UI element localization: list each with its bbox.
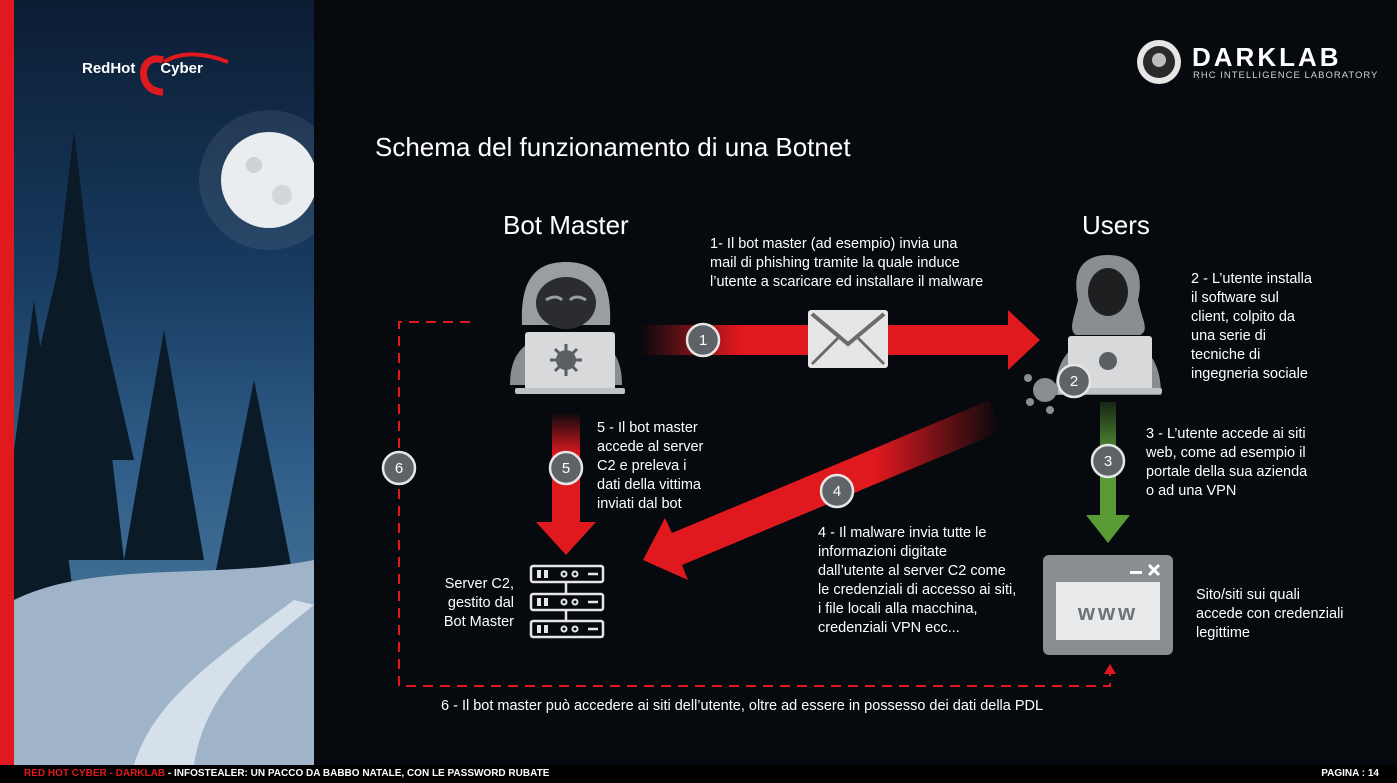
step-badge-label: 1 [699, 332, 707, 349]
step-badge-5 [548, 450, 584, 486]
hacker-icon [510, 262, 625, 394]
page-number: PAGINA : 14 [1321, 768, 1379, 779]
step-badge-label: 5 [562, 460, 570, 477]
browser-window-icon [1043, 555, 1173, 655]
redhotcyber-logo [140, 52, 229, 96]
footer-bar: RED HOT CYBER - DARKLAB - INFOSTEALER: U… [0, 765, 1397, 783]
step-badge-3 [1090, 443, 1126, 479]
darklab-title: DARKLAB [1192, 42, 1342, 72]
bot-master-header: Bot Master [503, 210, 629, 240]
winter-night-image [14, 0, 314, 765]
brand-name: RedHot Cyber [82, 60, 203, 77]
step-6-text: 6 - Il bot master può accedere ai siti d… [441, 698, 1044, 714]
www-text: www [1077, 600, 1138, 625]
step-badge-6 [381, 450, 417, 486]
page-title: Schema del funzionamento di una Botnet [375, 132, 851, 162]
botnet-diagram: www 1 2 3 4 5 6 [381, 255, 1173, 687]
footer-left: RED HOT CYBER - DARKLAB - INFOSTEALER: U… [24, 768, 550, 779]
step-badge-label: 6 [395, 460, 403, 477]
step-badge-label: 2 [1070, 373, 1078, 390]
step-badge-2 [1056, 363, 1092, 399]
darklab-logo [1137, 40, 1181, 84]
step-badge-4 [819, 473, 855, 509]
left-accent-bar [0, 0, 14, 765]
darklab-subtitle: RHC INTELLIGENCE LABORATORY [1193, 70, 1379, 81]
step-badge-label: 3 [1104, 453, 1112, 470]
dashed-loop-6 [398, 321, 1111, 687]
step-badge-1 [685, 322, 721, 358]
step-badge-label: 4 [833, 483, 841, 500]
moon [221, 132, 314, 228]
mail-icon [808, 310, 888, 368]
users-header: Users [1082, 210, 1150, 240]
server-icon [529, 564, 605, 639]
step-badges: 1 2 3 4 5 6 [381, 322, 1126, 509]
